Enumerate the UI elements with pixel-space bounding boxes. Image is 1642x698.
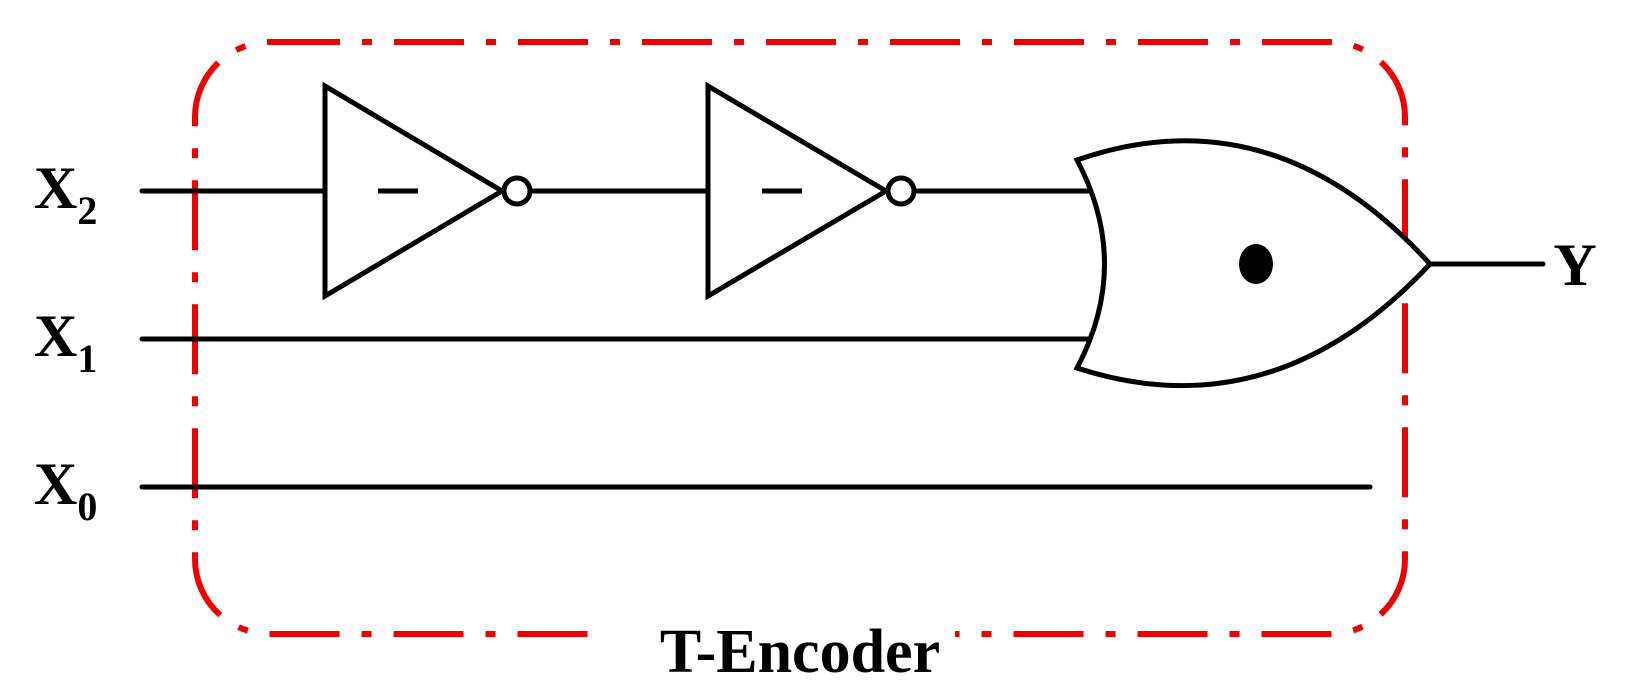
inverter-gate-2	[705, 81, 917, 301]
input-label-x1-main: X	[34, 303, 77, 369]
input-label-x1: X1	[34, 303, 97, 381]
caption-background	[600, 610, 955, 660]
or-gate	[1073, 138, 1434, 389]
inverter-2-bubble	[885, 175, 917, 207]
input-label-x1-sub: 1	[77, 336, 97, 381]
input-label-x2-main: X	[34, 155, 77, 221]
input-label-x0-sub: 0	[77, 484, 97, 529]
output-label-y: Y	[1553, 232, 1596, 298]
or-gate-dot-icon	[1239, 244, 1273, 284]
input-label-x0-main: X	[34, 451, 77, 517]
inverter-gate-1	[322, 81, 533, 301]
block-label: T-Encoder	[660, 618, 940, 686]
inverter-1-bubble	[501, 175, 533, 207]
input-label-x0: X0	[34, 451, 97, 529]
input-label-x2-sub: 2	[77, 188, 97, 233]
input-label-x2: X2	[34, 155, 97, 233]
